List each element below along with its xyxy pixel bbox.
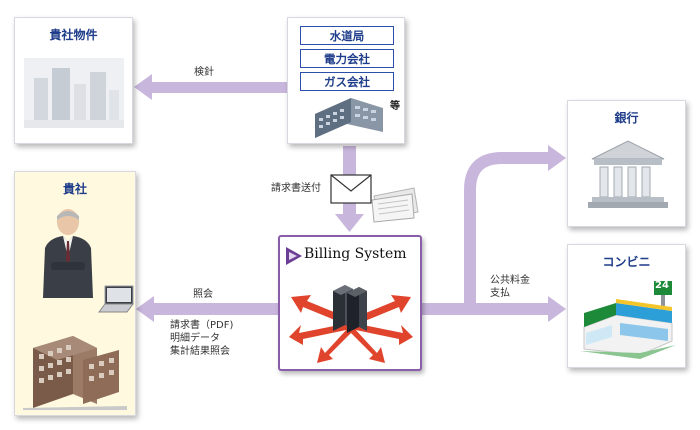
bank-building-image [588, 140, 668, 208]
payment-label: 公共料金 支払 [490, 274, 530, 300]
inquiry-item: 明細データ [170, 333, 220, 344]
arrow-inquiry-head [136, 296, 154, 322]
utility-water: 水道局 [300, 26, 394, 45]
property-title: 貴社物件 [49, 28, 98, 42]
payment-label-line: 公共料金 [490, 275, 530, 286]
arrow-bank-head [548, 145, 566, 171]
billing-logo-icon [286, 247, 302, 265]
convenience-box: コンビニ 24 [567, 244, 686, 368]
utility-gas: ガス会社 [300, 72, 394, 91]
label-inspection: 検針 [194, 67, 214, 78]
payment-label-line: 支払 [490, 288, 510, 299]
documents-icon [371, 187, 419, 223]
convenience-sign-text: 24 [655, 280, 669, 291]
company-box: 貴社 [14, 171, 136, 416]
inquiry-items: 請求書（PDF) 明細データ 集計結果照会 [170, 319, 233, 358]
bank-box: 銀行 [567, 100, 686, 227]
company-title: 貴社 [62, 182, 87, 196]
arrow-bank-branch [464, 152, 552, 309]
arrow-right-head [548, 296, 566, 322]
inquiry-item: 集計結果照会 [170, 346, 230, 357]
label-inquiry: 照会 [193, 289, 213, 300]
arrow-inspection-shaft [148, 82, 288, 93]
arrow-inquiry-shaft [152, 303, 279, 315]
inquiry-item: 請求書（PDF) [170, 320, 234, 331]
utilities-box: 水道局 電力会社 ガス会社 等 [287, 17, 405, 144]
convenience-title: コンビニ [602, 255, 651, 269]
property-box: 貴社物件 [14, 17, 133, 144]
city-image [24, 58, 124, 128]
convenience-store-image [580, 281, 676, 359]
company-building-image [23, 336, 127, 410]
utilities-etc: 等 [390, 101, 400, 112]
server-hub-image [289, 285, 413, 363]
label-invoice-send: 請求書送付 [271, 183, 321, 194]
billing-title: Billing System [304, 246, 407, 262]
billing-system-box: Billing System [278, 235, 422, 371]
office-building-image [315, 98, 383, 138]
utility-electric: 電力会社 [300, 49, 394, 68]
businessman-image [43, 209, 93, 298]
bank-title: 銀行 [614, 111, 639, 125]
envelope-icon [330, 174, 372, 204]
arrow-down-head [335, 214, 364, 232]
arrow-right-shaft [421, 303, 551, 315]
arrow-inspection-head [134, 74, 152, 100]
laptop-image [98, 285, 134, 313]
